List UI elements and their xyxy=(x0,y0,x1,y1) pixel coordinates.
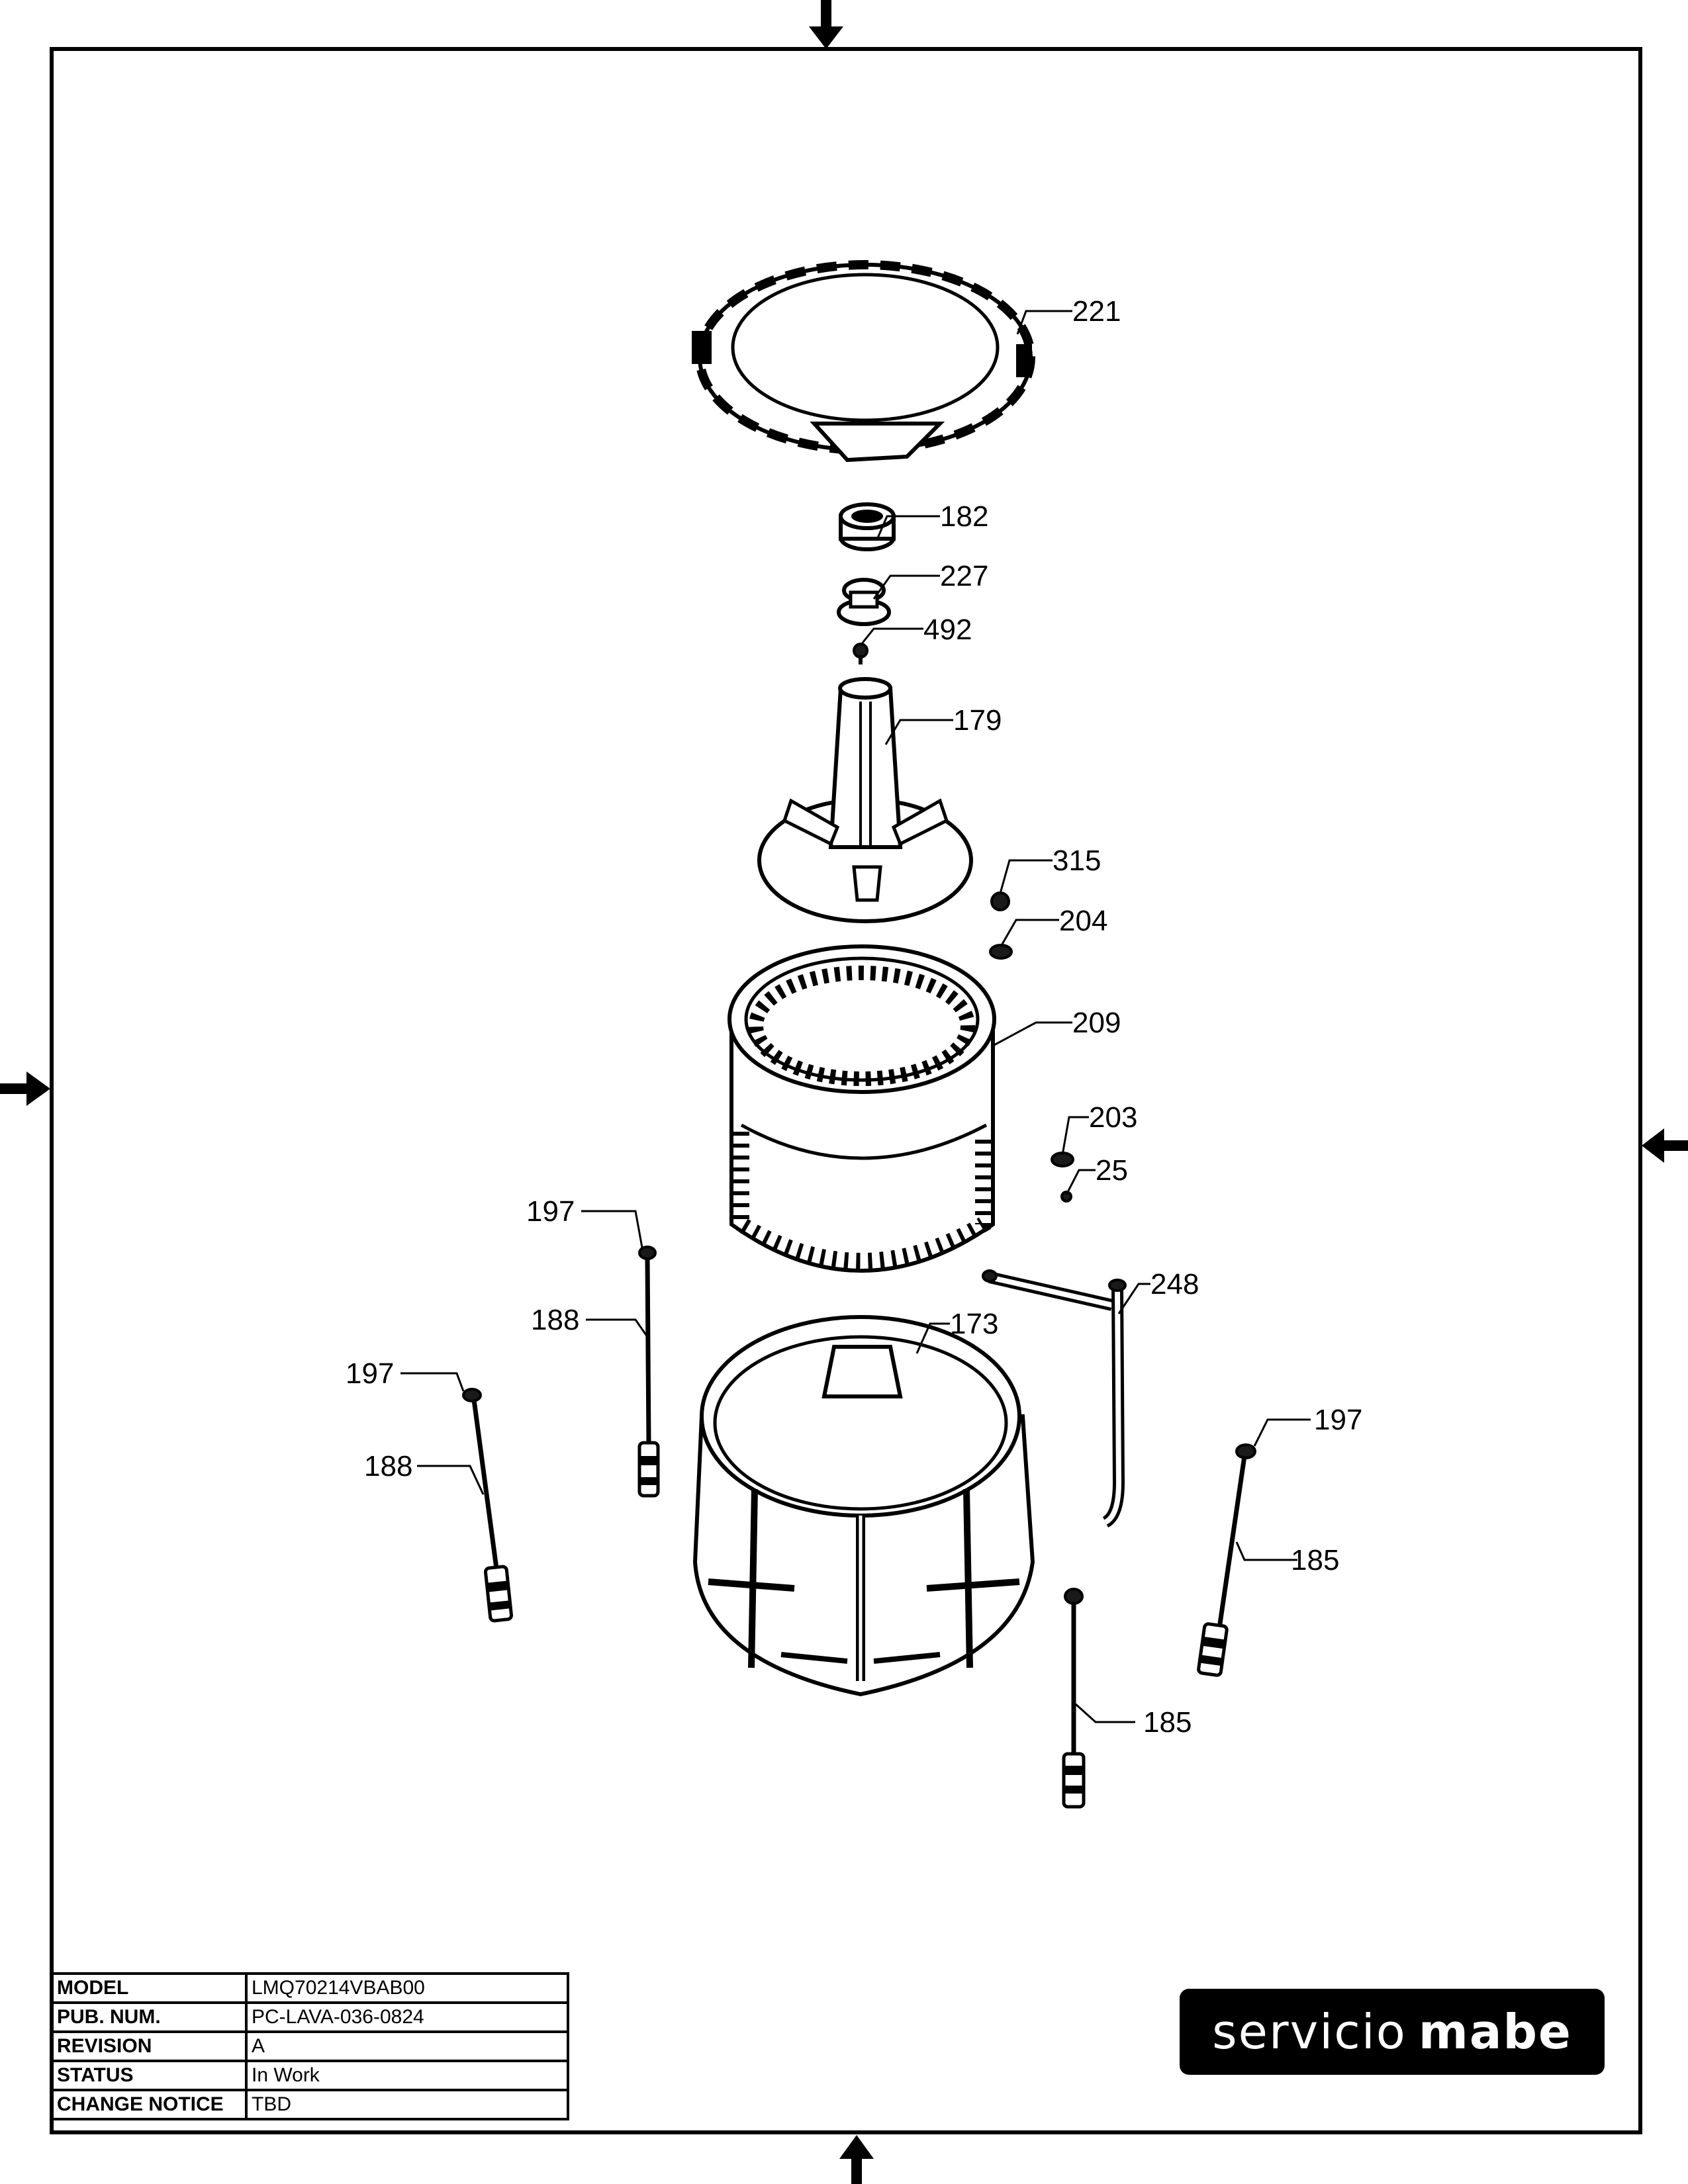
part-204-washer xyxy=(989,944,1013,960)
pub-num-value: PC-LAVA-036-0824 xyxy=(245,2001,569,2033)
callout-227: 227 xyxy=(940,560,988,592)
arrow-top-icon xyxy=(809,0,843,49)
title-row-status: STATUS In Work xyxy=(50,2060,569,2091)
callout-182: 182 xyxy=(940,500,988,533)
arrow-right-icon xyxy=(1642,1128,1688,1163)
part-179-agitator xyxy=(757,677,973,923)
callout-179: 179 xyxy=(953,704,1002,737)
part-221-top-ring xyxy=(692,260,1035,463)
part-197-188-rod-b xyxy=(462,1388,513,1623)
revision-value: A xyxy=(245,2030,569,2062)
part-248-hose xyxy=(982,1269,1127,1528)
change-notice-value: TBD xyxy=(245,2089,569,2120)
drawing-border xyxy=(50,47,1642,2134)
part-182-bushing xyxy=(839,502,896,551)
change-notice-label: CHANGE NOTICE xyxy=(50,2089,248,2120)
servicio-mabe-logo: servicio mabe xyxy=(1180,1989,1605,2075)
part-173-outer-tub xyxy=(692,1315,1035,1697)
part-197-185-rod-c xyxy=(1197,1443,1256,1677)
callout-197-c: 197 xyxy=(1314,1404,1362,1436)
callout-221: 221 xyxy=(1072,295,1121,328)
callout-185-b: 185 xyxy=(1143,1706,1192,1739)
title-row-change-notice: CHANGE NOTICE TBD xyxy=(50,2089,569,2120)
callout-209: 209 xyxy=(1072,1007,1121,1039)
callout-204: 204 xyxy=(1059,905,1107,937)
callout-492: 492 xyxy=(923,614,972,646)
callout-248: 248 xyxy=(1150,1268,1199,1300)
model-value: LMQ70214VBAB00 xyxy=(245,1972,569,2004)
callout-188-b: 188 xyxy=(364,1450,412,1482)
logo-brand: mabe xyxy=(1418,2004,1572,2060)
title-row-revision: REVISION A xyxy=(50,2030,569,2062)
pub-num-label: PUB. NUM. xyxy=(50,2001,248,2033)
callout-197-b: 197 xyxy=(346,1357,394,1390)
callout-185-a: 185 xyxy=(1291,1544,1339,1576)
model-label: MODEL xyxy=(50,1972,248,2004)
title-block: MODEL LMQ70214VBAB00 PUB. NUM. PC-LAVA-0… xyxy=(50,1972,569,2120)
part-197-188-rod-a xyxy=(637,1246,660,1498)
callout-188-a: 188 xyxy=(531,1304,579,1336)
callout-25: 25 xyxy=(1096,1154,1128,1187)
arrow-left-icon xyxy=(0,1071,50,1106)
title-row-pub-num: PUB. NUM. PC-LAVA-036-0824 xyxy=(50,2001,569,2033)
leader-lines xyxy=(400,310,1311,1723)
part-209-basket xyxy=(727,944,996,1273)
logo-prefix: servicio xyxy=(1212,2004,1407,2060)
part-25-nut xyxy=(1060,1191,1072,1203)
title-row-model: MODEL LMQ70214VBAB00 xyxy=(50,1972,569,2004)
arrow-bottom-icon xyxy=(839,2135,874,2184)
part-185-rod-d xyxy=(1062,1588,1086,1809)
part-227-cap xyxy=(837,578,891,626)
callout-173: 173 xyxy=(950,1308,998,1340)
status-value: In Work xyxy=(245,2060,569,2091)
part-315 xyxy=(990,891,1010,911)
status-label: STATUS xyxy=(50,2060,248,2091)
revision-label: REVISION xyxy=(50,2030,248,2062)
callout-315: 315 xyxy=(1053,844,1101,877)
callout-197-a: 197 xyxy=(526,1195,575,1228)
callout-203: 203 xyxy=(1089,1101,1137,1134)
part-492-screw xyxy=(853,643,868,664)
